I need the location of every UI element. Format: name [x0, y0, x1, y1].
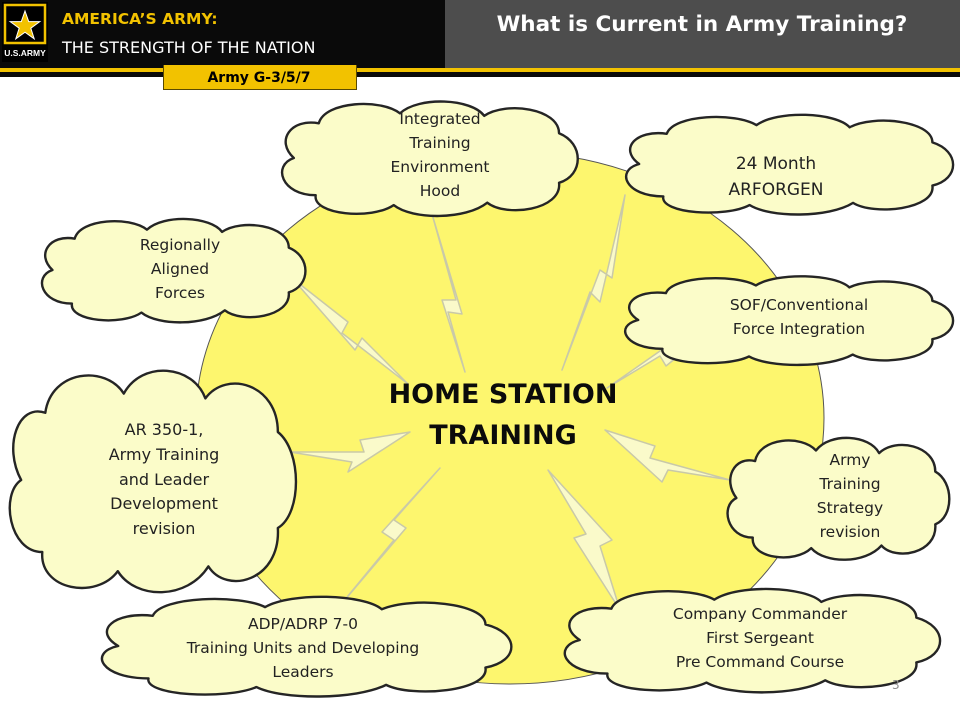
page-title: What is Current in Army Training? [496, 12, 908, 37]
cloud-line: ADP/ADRP 7-0 [247, 615, 358, 633]
cloud-line: Army [829, 451, 871, 469]
header-gold-stripe [0, 68, 960, 72]
cloud-line: Hood [419, 182, 461, 201]
cloud-line: Integrated [399, 110, 481, 128]
cloud-line: Company Commander [672, 605, 848, 623]
lightning-bolt [561, 194, 626, 371]
cloud-line: Forces [154, 284, 205, 303]
cloud-text-regionally-aligned: Regionally Aligned Forces [92, 233, 268, 305]
cloud-line: Environment [390, 158, 490, 177]
header-black-bottom-bar [0, 72, 960, 77]
brand-tagline-line2: THE STRENGTH OF THE NATION [62, 38, 316, 57]
army-star-icon: U.S.ARMY [3, 3, 47, 58]
cloud-line: Training [409, 134, 471, 153]
cloud-text-arforgen: 24 Month ARFORGEN [676, 151, 876, 204]
brand-tagline-line1: AMERICA’S ARMY: [62, 10, 218, 28]
cloud-line: SOF/Conventional [729, 296, 869, 314]
center-title-line2: TRAINING [429, 420, 577, 452]
header-title-bar [445, 0, 960, 68]
cloud-text-sof-integration: SOF/Conventional Force Integration [686, 293, 912, 341]
cloud-line: Leaders [272, 663, 334, 682]
cloud-line: Aligned [150, 260, 210, 279]
cloud-line: revision [819, 523, 881, 542]
org-tab [163, 65, 357, 90]
cloud-line: and Leader [118, 469, 210, 489]
cloud-line: Training Units and Developing [186, 639, 420, 658]
header-black-bar [0, 0, 445, 70]
cloud-text-army-training-strategy: Army Training Strategy revision [790, 448, 910, 544]
org-label: Army G-3/5/7 [207, 70, 311, 86]
cloud-text-adp-adrp: ADP/ADRP 7-0 Training Units and Developi… [150, 612, 456, 684]
cloud-text-ar-350: AR 350-1, Army Training and Leader Devel… [64, 418, 264, 542]
cloud-line: 24 Month [735, 154, 817, 174]
cloud-line: Training [819, 475, 881, 494]
slide-header: U.S.ARMY AMERICA’S ARMY: THE STRENGTH OF… [0, 0, 960, 90]
cloud-text-integrated-training: Integrated Training Environment Hood [340, 107, 540, 203]
cloud-line: Strategy [816, 499, 884, 518]
cloud-line: Development [110, 494, 218, 514]
svg-text:U.S.ARMY: U.S.ARMY [4, 48, 46, 58]
cloud-line: Force Integration [732, 320, 866, 339]
center-title-line1: HOME STATION [388, 379, 618, 410]
center-title: HOME STATION TRAINING [358, 374, 648, 456]
cloud-text-company-commander: Company Commander First Sergeant Pre Com… [640, 602, 880, 674]
cloud-line: AR 350-1, [124, 420, 204, 439]
cloud-line: First Sergeant [706, 629, 814, 648]
cloud-line: Pre Command Course [675, 653, 845, 672]
cloud-line: Army Training [108, 444, 220, 464]
cloud-line: ARFORGEN [728, 180, 824, 201]
slide-number: 3 [892, 678, 900, 692]
army-star-logo: U.S.ARMY [2, 2, 48, 62]
cloud-line: revision [132, 519, 196, 539]
cloud-line: Regionally [139, 236, 221, 254]
